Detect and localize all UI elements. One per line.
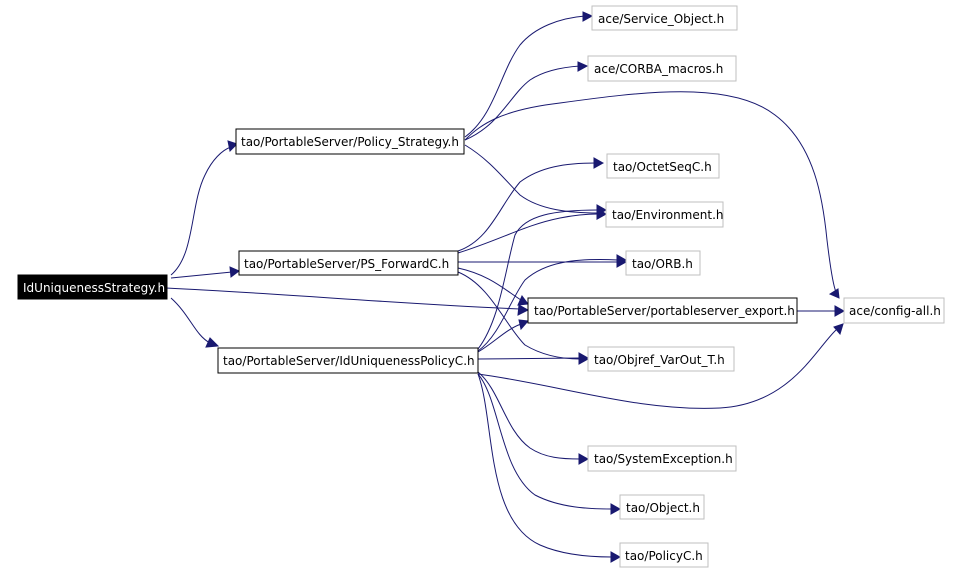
edge-ps-forwardc-to-orb (458, 256, 628, 268)
edge-iduniqueness-policyc-to-systemexception (477, 371, 590, 465)
node-ps-forwardc-h[interactable]: tao/PortableServer/PS_ForwardC.h (238, 250, 459, 276)
node-label: tao/PortableServer/PS_ForwardC.h (244, 257, 449, 271)
edge-ps-forwardc-to-environment (457, 208, 608, 254)
edge-iduniqueness-policyc-to-objref-varout (477, 352, 590, 364)
node-iduniqueness-strategy-h[interactable]: IdUniquenessStrategy.h (17, 274, 168, 300)
node-label: ace/CORBA_macros.h (594, 62, 723, 76)
node-policyc-h[interactable]: tao/PolicyC.h (619, 542, 709, 568)
edge-root-to-portableserver-export (165, 287, 530, 316)
edge-root-to-iduniqueness-policyc (170, 297, 220, 348)
edge-iduniqueness-policyc-to-policyc (477, 373, 622, 563)
node-label: tao/Object.h (626, 501, 700, 515)
node-label: tao/Environment.h (612, 208, 724, 222)
node-label: tao/OctetSeqC.h (613, 160, 712, 174)
edge-iduniqueness-policyc-to-object (477, 373, 622, 515)
node-octetseqc-h[interactable]: tao/OctetSeqC.h (606, 153, 720, 179)
edge-iduniqueness-policyc-to-orb (477, 254, 628, 352)
node-label: tao/PortableServer/Policy_Strategy.h (241, 135, 459, 149)
edge-root-to-ps-forwardc (170, 266, 240, 279)
edge-iduniqueness-policyc-to-environment (477, 204, 608, 350)
node-label: tao/PolicyC.h (625, 549, 703, 563)
edge-policy-strategy-to-service-object (464, 11, 594, 138)
node-environment-h[interactable]: tao/Environment.h (605, 201, 724, 228)
edge-ps-forwardc-to-portableserver-export (457, 267, 529, 306)
node-policy-strategy-h[interactable]: tao/PortableServer/Policy_Strategy.h (235, 128, 465, 155)
edge-portableserver-export-to-config-all (797, 305, 846, 317)
node-label: tao/SystemException.h (594, 452, 733, 466)
node-objref-varout-t-h[interactable]: tao/Objref_VarOut_T.h (587, 346, 735, 372)
node-label: tao/Objref_VarOut_T.h (594, 353, 725, 367)
edge-ps-forwardc-to-octetseqc (457, 157, 605, 252)
edge-policy-strategy-to-config-all (464, 91, 840, 299)
node-object-h[interactable]: tao/Object.h (619, 494, 705, 520)
node-label: tao/PortableServer/portableserver_export… (534, 304, 795, 318)
edge-root-to-policy-strategy (170, 140, 238, 276)
node-config-all-h[interactable]: ace/config-all.h (843, 297, 945, 324)
node-service-object-h[interactable]: ace/Service_Object.h (591, 5, 738, 31)
edge-iduniqueness-policyc-to-config-all (477, 323, 844, 409)
node-portableserver-export-h[interactable]: tao/PortableServer/portableserver_export… (527, 297, 798, 324)
node-label: tao/PortableServer/IdUniquenessPolicyC.h (223, 354, 475, 368)
edge-policy-strategy-to-corba-macros (464, 61, 589, 141)
node-systemexception-h[interactable]: tao/SystemException.h (587, 445, 737, 472)
node-label: ace/Service_Object.h (598, 12, 724, 26)
edge-layer (165, 11, 846, 563)
edge-policy-strategy-to-environment (464, 144, 608, 220)
node-layer: IdUniquenessStrategy.h tao/PortableServe… (17, 5, 945, 568)
node-label: IdUniquenessStrategy.h (23, 281, 165, 295)
node-corba-macros-h[interactable]: ace/CORBA_macros.h (587, 55, 737, 82)
node-orb-h[interactable]: tao/ORB.h (625, 250, 701, 276)
edge-iduniqueness-policyc-to-portableserver-export (477, 319, 530, 353)
node-iduniqueness-policyc-h[interactable]: tao/PortableServer/IdUniquenessPolicyC.h (217, 347, 479, 374)
node-label: tao/ORB.h (632, 257, 693, 271)
node-label: ace/config-all.h (849, 304, 941, 318)
